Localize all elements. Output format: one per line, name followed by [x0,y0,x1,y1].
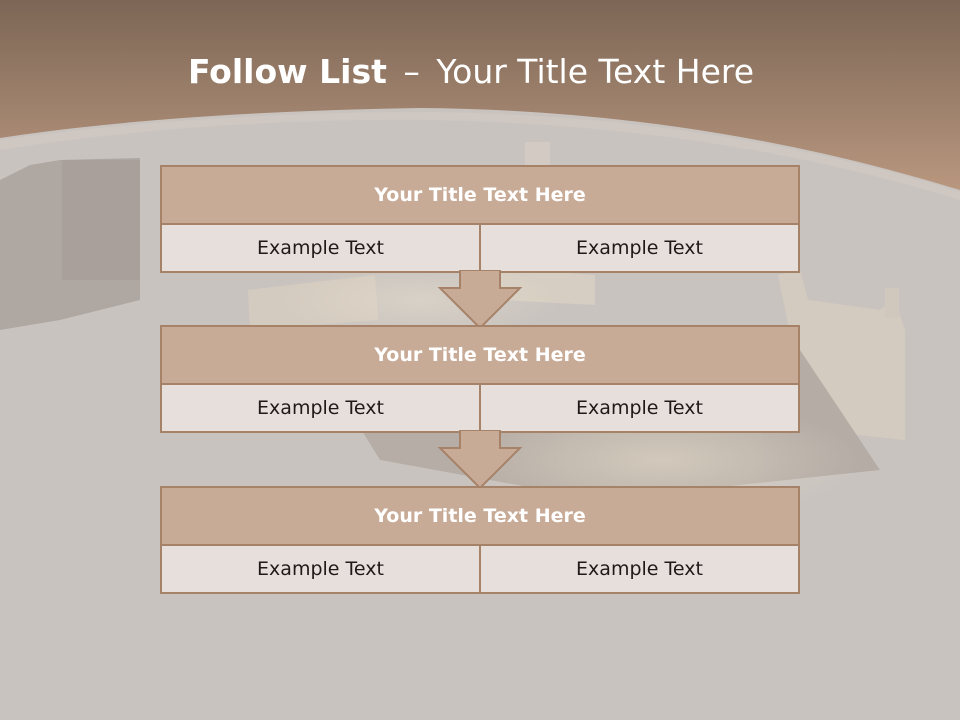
slide-title: Follow List – Your Title Text Here [0,52,942,91]
down-arrow-icon [437,270,523,330]
step-title: Your Title Text Here [162,167,798,225]
step-row: Example Text Example Text [162,225,798,271]
step-title: Your Title Text Here [162,488,798,546]
title-bold-part: Follow List [187,52,387,91]
step-box-2[interactable]: Your Title Text Here Example Text Exampl… [160,325,800,433]
step-right-text: Example Text [479,225,798,271]
step-row: Example Text Example Text [162,546,798,592]
step-box-3[interactable]: Your Title Text Here Example Text Exampl… [160,486,800,594]
step-left-text: Example Text [162,546,479,592]
down-arrow-icon [437,430,523,490]
step-left-text: Example Text [162,385,479,431]
step-title: Your Title Text Here [162,327,798,385]
title-separator: – [403,52,420,91]
step-right-text: Example Text [479,546,798,592]
step-right-text: Example Text [479,385,798,431]
step-row: Example Text Example Text [162,385,798,431]
title-rest-part: Your Title Text Here [436,52,755,91]
step-box-1[interactable]: Your Title Text Here Example Text Exampl… [160,165,800,273]
step-left-text: Example Text [162,225,479,271]
